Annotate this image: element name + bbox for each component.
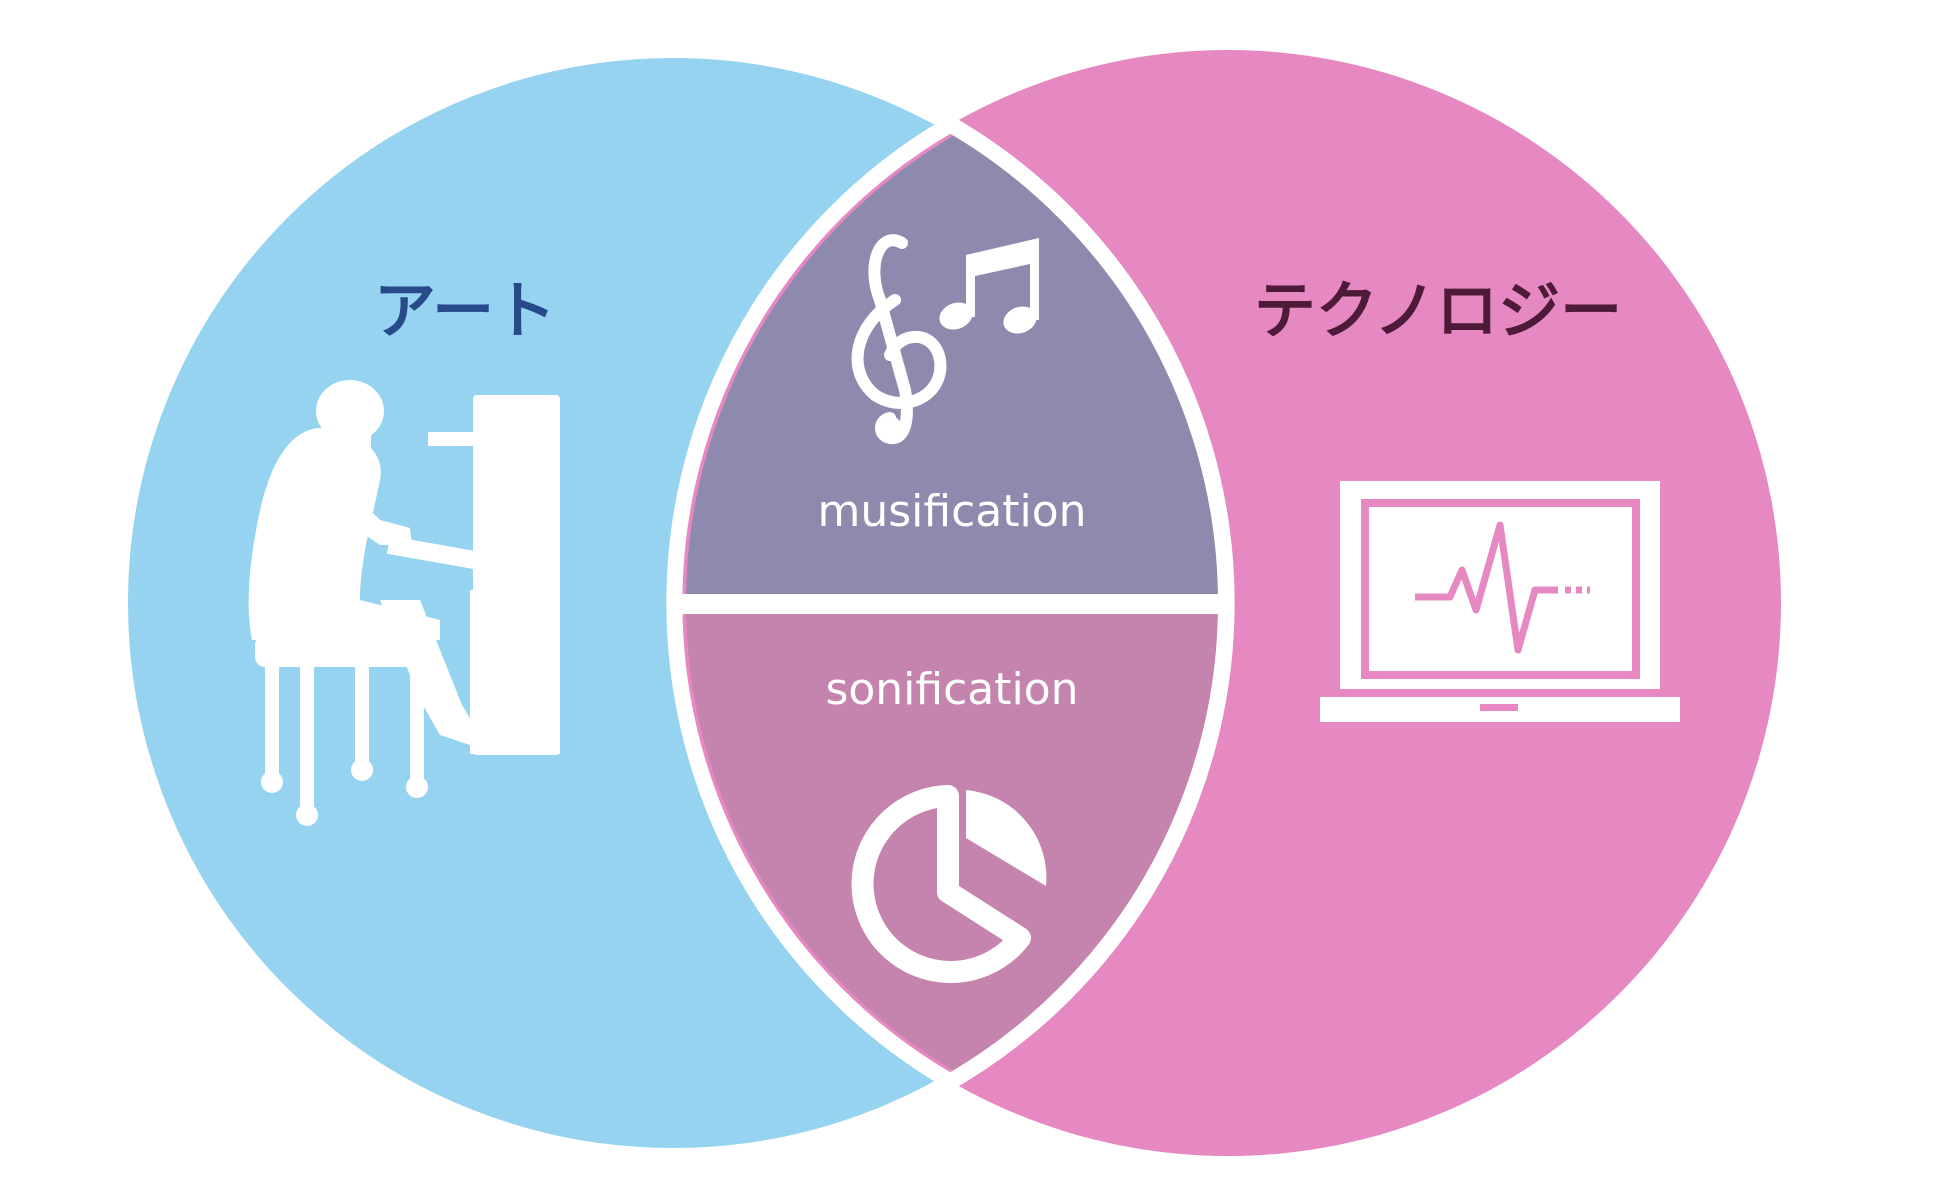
lens-divider — [670, 594, 1230, 614]
art-label: アート — [374, 274, 556, 347]
lens-right-arc — [946, 117, 1235, 1089]
music-notes-icon — [851, 234, 1039, 445]
musification-label: musification — [817, 486, 1086, 537]
pie-chart-icon — [851, 785, 1047, 983]
musification-region — [686, 61, 1226, 596]
sonification-label: sonification — [825, 664, 1078, 715]
laptop-waveform-icon — [1320, 481, 1680, 722]
technology-label: テクノロジー — [1254, 274, 1622, 347]
pianist-icon — [248, 380, 560, 826]
lens-left-arc — [666, 117, 955, 1089]
